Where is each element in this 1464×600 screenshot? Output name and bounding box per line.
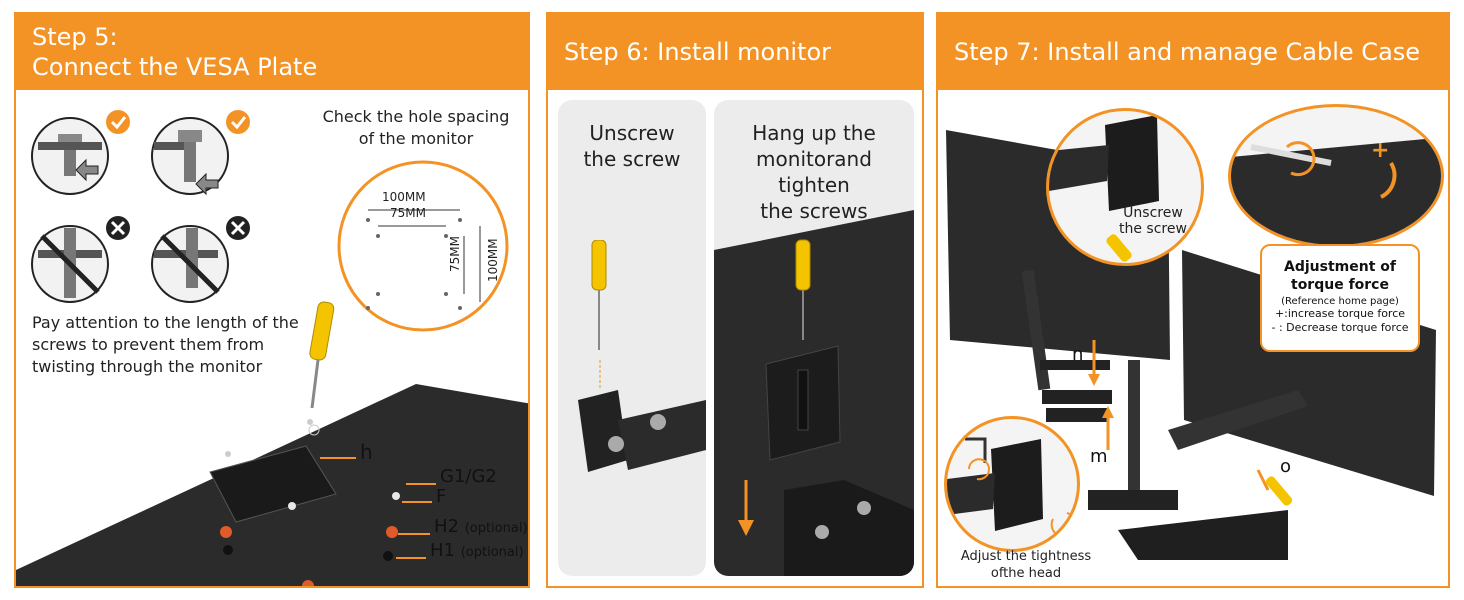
step6-card-unscrew-title: Unscrew the screw <box>583 121 681 171</box>
step6-card-unscrew: Unscrew the screw <box>558 100 706 576</box>
label-h: h <box>360 440 373 464</box>
label-g1-g2: G1/G2 <box>440 466 497 487</box>
dim-75-vertical: 75MM <box>448 236 462 272</box>
head-adjust-illustration <box>947 437 1077 538</box>
arm-bracket-illustration <box>578 240 706 472</box>
screw-ok-2-icon <box>151 110 250 196</box>
unscrew-zoom-circle: Unscrew the screw <box>1046 108 1204 266</box>
head-tightness-zoom-circle <box>944 416 1080 552</box>
label-h2: H2 <box>434 516 459 537</box>
step7-panel: Step 7: Install and manage Cable Case Un… <box>936 12 1450 588</box>
label-m: m <box>1090 446 1108 467</box>
torque-reference: (Reference home page) <box>1281 296 1399 307</box>
label-h1-note: (optional) <box>460 545 524 560</box>
vesa-plate-illustration <box>16 301 528 586</box>
step6-title: Step 6: Install monitor <box>564 38 832 66</box>
unscrew-label: Unscrew the screw <box>1119 205 1187 237</box>
vesa-head-illustration <box>1049 115 1159 262</box>
torque-info-box: Adjustment of torque force (Reference ho… <box>1260 244 1420 352</box>
svg-text:+: + <box>1371 138 1389 163</box>
step5-panel: Step 5: Connect the VESA Plate <box>14 12 530 588</box>
label-h1: H1 <box>430 540 455 561</box>
step5-title-line1: Step 5: <box>32 23 118 51</box>
step5-title-line2: Connect the VESA Plate <box>32 53 318 81</box>
screw-bad-2-icon <box>151 216 250 303</box>
step7-title: Step 7: Install and manage Cable Case <box>954 38 1421 66</box>
torque-title: Adjustment of torque force <box>1284 259 1396 293</box>
step6-card-hang-title: Hang up the monitorand tighten the screw… <box>752 121 876 223</box>
dim-75-horizontal: 75MM <box>390 206 426 220</box>
torque-plus: +:increase torque force <box>1274 307 1406 320</box>
step5-header: Step 5: Connect the VESA Plate <box>16 14 528 90</box>
step6-card-hang: Hang up the monitorand tighten the screw… <box>714 100 914 576</box>
monitor-hang-illustration <box>714 210 914 576</box>
head-tightness-text: Adjust the tightness ofthe head <box>960 549 1092 581</box>
screwdriver-icon <box>795 239 811 340</box>
dim-100-horizontal: 100MM <box>382 190 426 204</box>
screw-warning-text: Pay attention to the length of the screw… <box>32 313 299 376</box>
screw-bad-1-icon <box>31 216 130 303</box>
screw-length-diagrams <box>31 110 250 303</box>
label-n: n <box>1072 344 1084 365</box>
label-h2-note: (optional) <box>464 521 528 536</box>
hex-key-illustration: + <box>1231 137 1441 245</box>
dim-100-vertical: 100MM <box>486 238 500 282</box>
label-f: F <box>436 486 447 507</box>
step6-header: Step 6: Install monitor <box>548 14 922 90</box>
label-o: o <box>1280 456 1292 477</box>
screwdriver-icon <box>591 240 607 350</box>
hex-key-zoom-circle: + <box>1228 104 1444 248</box>
hole-spacing-text: Check the hole spacing of the monitor <box>322 107 510 148</box>
screwdriver-icon <box>309 301 335 409</box>
step7-header: Step 7: Install and manage Cable Case <box>938 14 1448 90</box>
torque-minus: - : Decrease torque force <box>1271 321 1409 334</box>
screw-ok-1-icon <box>31 110 130 195</box>
hole-spacing-diagram <box>337 160 509 332</box>
step6-panel: Step 6: Install monitor Unscrew the scre… <box>546 12 924 588</box>
